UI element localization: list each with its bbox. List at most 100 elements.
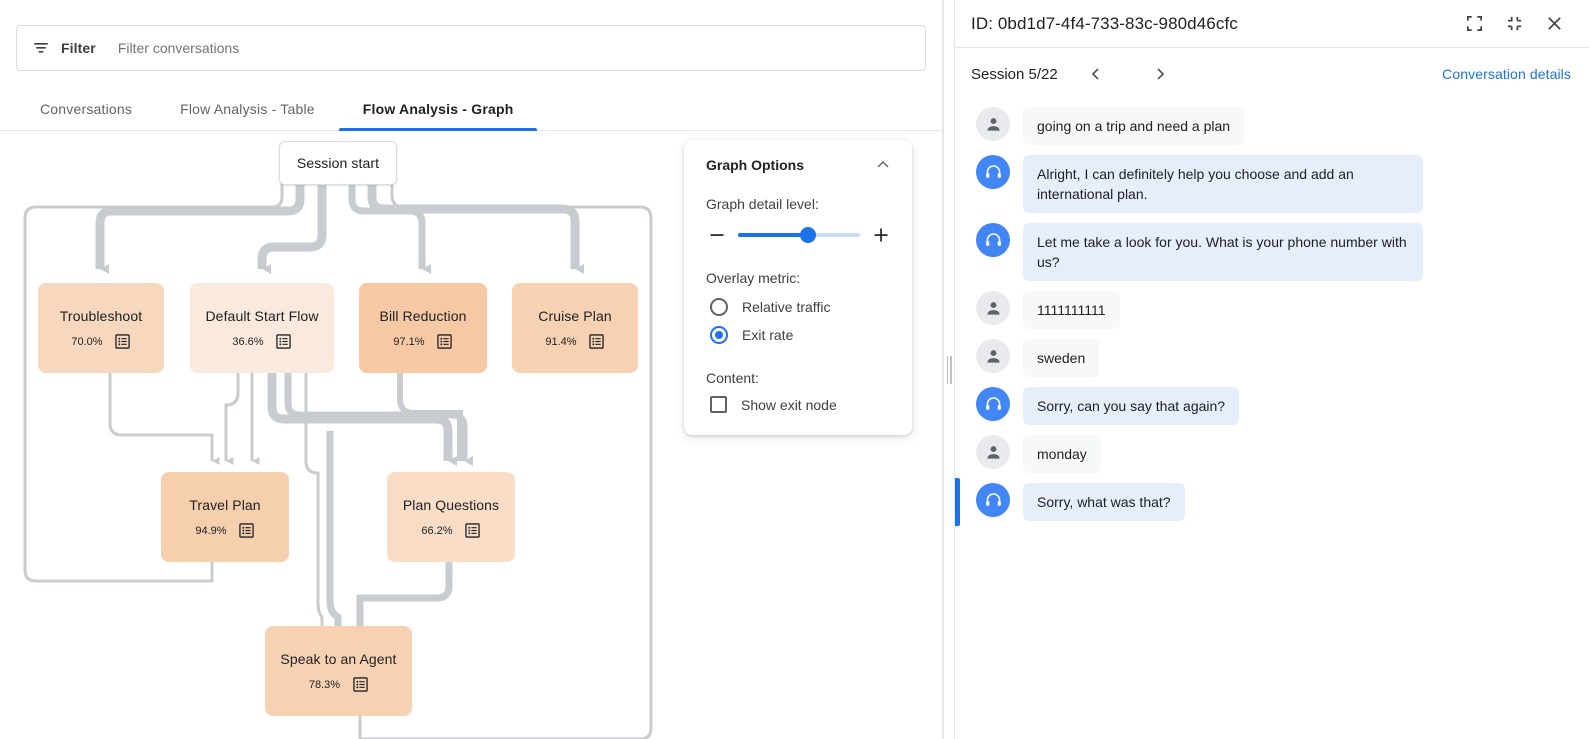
message-text: Alright, I can definitely help you choos… <box>1023 155 1423 213</box>
message-row: 1111111111 <box>955 286 1589 334</box>
message-list[interactable]: going on a trip and need a plan Alright,… <box>955 100 1589 739</box>
node-label: Default Start Flow <box>205 307 319 324</box>
message-text: sweden <box>1023 339 1100 377</box>
message-row: Let me take a look for you. What is your… <box>955 218 1589 286</box>
list-icon[interactable] <box>589 334 605 350</box>
slider-thumb[interactable] <box>799 227 816 243</box>
agent-headset-icon <box>976 155 1010 189</box>
detail-level-slider-row <box>706 224 892 246</box>
list-icon[interactable] <box>115 334 131 350</box>
node-label: Plan Questions <box>402 496 500 513</box>
overlay-metric-label: Overlay metric: <box>706 270 801 286</box>
node-label: Troubleshoot <box>59 307 143 324</box>
conversation-panel: ID: 0bd1d7-4f4-733-83c-980d46cfc Session… <box>955 0 1589 739</box>
message-row: sweden <box>955 334 1589 382</box>
slider-fill <box>738 233 808 237</box>
message-text: monday <box>1023 435 1101 473</box>
graph-node-plan-questions[interactable]: Plan Questions 66.2% <box>387 472 515 562</box>
node-percent: 66.2% <box>421 524 453 537</box>
message-row: Sorry, can you say that again? <box>955 382 1589 430</box>
list-icon[interactable] <box>352 677 368 693</box>
session-nav: Session 5/22 Conversation details <box>955 48 1589 100</box>
filter-bar[interactable]: Filter <box>16 25 926 71</box>
detail-level-label: Graph detail level: <box>706 196 819 212</box>
tab-bar: Conversations Flow Analysis - Table Flow… <box>0 89 942 131</box>
radio-circle-icon <box>710 298 728 316</box>
grip-icon <box>946 355 952 384</box>
chevron-left-icon[interactable] <box>1080 58 1112 90</box>
message-row: monday <box>955 430 1589 478</box>
node-meta: 91.4% <box>545 334 604 350</box>
chevron-up-icon[interactable] <box>874 156 892 174</box>
graph-node-default-start-flow[interactable]: Default Start Flow 36.6% <box>190 283 334 373</box>
expand-icon[interactable] <box>1457 7 1491 41</box>
graph-options-header: Graph Options <box>706 156 892 174</box>
checkbox-icon <box>710 396 727 413</box>
node-percent: 36.6% <box>232 335 264 348</box>
conversation-id: ID: 0bd1d7-4f4-733-83c-980d46cfc <box>971 13 1238 33</box>
message-text: Sorry, what was that? <box>1023 483 1185 521</box>
graph-options-panel: Graph Options Graph detail level: Over <box>684 140 912 435</box>
node-meta: 78.3% <box>309 677 368 693</box>
node-label: Travel Plan <box>189 496 261 513</box>
node-percent: 91.4% <box>545 335 577 348</box>
tab-conversations[interactable]: Conversations <box>40 101 133 117</box>
user-avatar-icon <box>976 291 1010 325</box>
list-icon[interactable] <box>465 523 481 539</box>
detail-level-slider[interactable] <box>738 227 860 243</box>
agent-headset-icon <box>976 387 1010 421</box>
conversation-header: ID: 0bd1d7-4f4-733-83c-980d46cfc <box>955 0 1589 48</box>
left-pane: Filter Conversations Flow Analysis - Tab… <box>0 0 943 739</box>
message-text: 1111111111 <box>1023 291 1120 329</box>
message-text: going on a trip and need a plan <box>1023 107 1245 145</box>
message-text: Let me take a look for you. What is your… <box>1023 223 1423 281</box>
minus-icon[interactable] <box>706 224 728 246</box>
node-meta: 66.2% <box>421 523 480 539</box>
close-icon[interactable] <box>1537 7 1571 41</box>
node-meta: 70.0% <box>71 334 130 350</box>
checkbox-show-exit-node[interactable]: Show exit node <box>706 396 892 413</box>
list-icon[interactable] <box>437 334 453 350</box>
node-percent: 94.9% <box>195 524 227 537</box>
radio-exit-rate[interactable]: Exit rate <box>706 326 892 344</box>
tab-flow-analysis-graph[interactable]: Flow Analysis - Graph <box>338 101 538 131</box>
graph-options-title: Graph Options <box>706 157 804 173</box>
graph-edges <box>23 181 653 739</box>
user-avatar-icon <box>976 107 1010 141</box>
graph-node-travel-plan[interactable]: Travel Plan 94.9% <box>161 472 289 562</box>
graph-node-session-start[interactable]: Session start <box>279 141 397 185</box>
user-avatar-icon <box>976 435 1010 469</box>
tab-flow-analysis-table[interactable]: Flow Analysis - Table <box>180 101 315 117</box>
chevron-right-icon[interactable] <box>1144 58 1176 90</box>
node-percent: 78.3% <box>308 678 341 691</box>
radio-label: Relative traffic <box>742 299 831 315</box>
graph-node-bill-reduction[interactable]: Bill Reduction 97.1% <box>359 283 487 373</box>
conversation-details-link[interactable]: Conversation details <box>1442 66 1571 82</box>
list-icon[interactable] <box>276 334 292 350</box>
flow-graph[interactable]: Session start Troubleshoot 70.0% Default… <box>0 131 942 739</box>
graph-node-cruise-plan[interactable]: Cruise Plan 91.4% <box>512 283 638 373</box>
node-label: Cruise Plan <box>538 307 612 324</box>
agent-headset-icon <box>976 223 1010 257</box>
content-label: Content: <box>706 370 759 386</box>
list-icon[interactable] <box>239 523 255 539</box>
plus-icon[interactable] <box>870 224 892 246</box>
radio-circle-selected-icon <box>710 326 728 344</box>
node-meta: 97.1% <box>393 334 452 350</box>
node-label: Speak to an Agent <box>280 650 397 667</box>
collapse-icon[interactable] <box>1497 7 1531 41</box>
highlight-bar <box>955 478 960 526</box>
graph-node-speak-to-an-agent[interactable]: Speak to an Agent 78.3% <box>265 626 412 716</box>
filter-input[interactable] <box>117 40 911 56</box>
node-percent: 97.1% <box>393 335 425 348</box>
node-meta: 36.6% <box>232 334 291 350</box>
message-row-highlighted: Sorry, what was that? <box>955 478 1589 526</box>
graph-node-troubleshoot[interactable]: Troubleshoot 70.0% <box>38 283 164 373</box>
message-text: Sorry, can you say that again? <box>1023 387 1240 425</box>
pane-resize-handle[interactable] <box>943 0 955 739</box>
radio-relative-traffic[interactable]: Relative traffic <box>706 298 892 316</box>
node-label: Session start <box>296 155 380 171</box>
filter-label: Filter <box>61 40 96 56</box>
session-label: Session 5/22 <box>971 65 1058 83</box>
